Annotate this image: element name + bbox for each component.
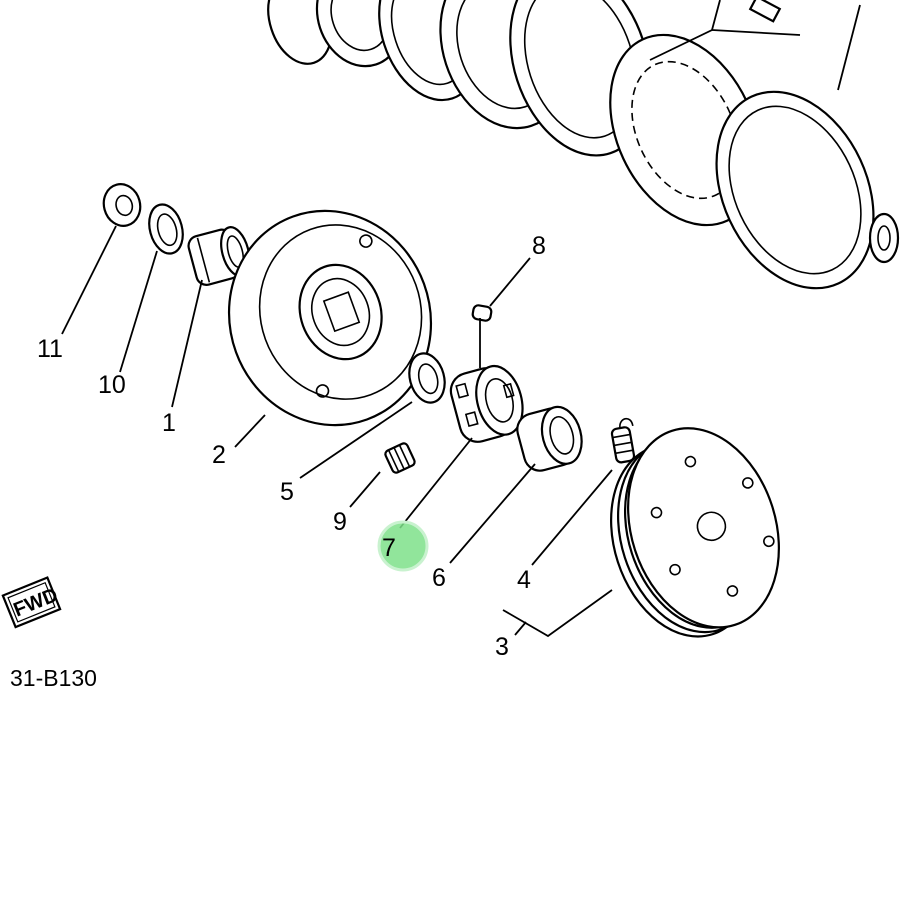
spring-part-9 xyxy=(384,442,416,474)
washer-part-10 xyxy=(148,203,184,255)
clutch-housing-part-2 xyxy=(227,209,433,427)
callout-4[interactable]: 4 xyxy=(517,566,531,594)
clutch-plate-stack xyxy=(267,0,900,290)
callout-11[interactable]: 11 xyxy=(37,335,63,363)
leader-lines xyxy=(61,225,613,638)
fwd-direction-badge: FWD xyxy=(1,576,62,629)
callout-3[interactable]: 3 xyxy=(495,633,509,661)
needle-bearing-part-6 xyxy=(516,405,583,472)
callout-labels: 1 2 3 4 5 6 7 8 9 10 11 xyxy=(37,232,546,661)
clutch-carrier-part-3 xyxy=(610,427,780,638)
callout-5[interactable]: 5 xyxy=(280,478,294,506)
callout-6[interactable]: 6 xyxy=(432,564,446,592)
callout-8[interactable]: 8 xyxy=(532,232,546,260)
spring-part-4 xyxy=(610,417,636,464)
callout-7-highlight[interactable] xyxy=(377,520,429,572)
callout-7[interactable]: 7 xyxy=(382,534,396,562)
nut-part-11 xyxy=(102,183,142,227)
callout-1[interactable]: 1 xyxy=(162,409,176,437)
callout-2[interactable]: 2 xyxy=(212,441,226,469)
pin-part-8 xyxy=(471,304,493,322)
callout-9[interactable]: 9 xyxy=(333,508,347,536)
diagram-code: 31-B130 xyxy=(10,665,97,691)
callout-10[interactable]: 10 xyxy=(98,371,126,399)
one-way-clutch-part-7 xyxy=(449,364,524,443)
washer-part-5 xyxy=(408,352,446,404)
